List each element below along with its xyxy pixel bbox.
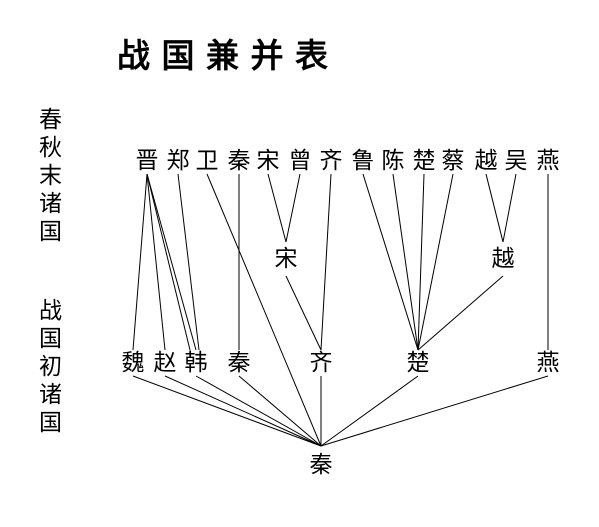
state-yan-ws: 燕	[537, 350, 560, 376]
line-chu2-final	[320, 375, 419, 447]
line-yan2-final	[320, 375, 549, 447]
line-wu-yue	[502, 173, 517, 243]
line-zeng-song	[285, 173, 301, 243]
state-wu: 吴	[505, 148, 528, 174]
label-char: 秋	[39, 135, 62, 161]
label-char: 末	[39, 163, 62, 189]
line-jin-han	[146, 173, 197, 351]
line-wei2-final	[132, 375, 322, 447]
state-jin: 晋	[136, 148, 159, 174]
state-yue: 越	[475, 148, 498, 174]
line-chen-chu	[392, 173, 419, 351]
line-song-qi	[285, 275, 322, 351]
state-qin-final: 秦	[310, 452, 333, 478]
state-cai: 蔡	[442, 148, 465, 174]
state-qin-ws: 秦	[228, 350, 251, 376]
label-char: 战	[39, 298, 62, 324]
line-wei-qin	[206, 173, 322, 447]
line-lu-chu	[362, 173, 419, 351]
label-warring-states: 战 国 初 诸 国	[39, 298, 62, 436]
label-spring-autumn: 春 秋 末 诸 国	[39, 107, 62, 245]
label-char: 国	[39, 410, 62, 436]
line-jin-han-2	[146, 173, 191, 351]
line-jin-zhao	[146, 173, 166, 351]
line-han-final	[195, 375, 322, 447]
line-jin-wei	[132, 173, 148, 351]
label-char: 国	[39, 219, 62, 245]
line-yue-chu	[417, 275, 504, 351]
line-chu-chu	[417, 173, 425, 351]
row-middle-states: 宋 越	[275, 246, 515, 272]
label-char: 诸	[39, 382, 62, 408]
line-song-song	[267, 173, 287, 243]
line-qi-qi	[320, 173, 332, 351]
state-zeng: 曾	[289, 148, 312, 174]
line-cai-chu	[417, 173, 454, 351]
label-char: 春	[39, 107, 62, 133]
state-song-mid: 宋	[275, 246, 298, 272]
label-char: 初	[39, 354, 62, 380]
state-lu: 鲁	[352, 148, 375, 174]
state-zhao-ws: 赵	[154, 350, 177, 376]
label-char: 诸	[39, 191, 62, 217]
row-spring-autumn-states: 晋 郑 卫 秦 宋 曾 齐 鲁 陈 楚 蔡 越 吴 燕	[136, 148, 560, 174]
diagram-title: 战 国 兼 并 表	[117, 36, 328, 75]
state-qi-ws: 齐	[310, 350, 333, 376]
state-han-ws: 韩	[185, 350, 208, 376]
line-qin2-final	[238, 375, 322, 447]
state-yan: 燕	[537, 148, 560, 174]
line-yue-yue	[485, 173, 504, 243]
state-chu: 楚	[413, 148, 436, 174]
state-qi: 齐	[320, 148, 343, 174]
line-zheng-han	[177, 173, 200, 351]
state-yue-mid: 越	[492, 246, 515, 272]
state-zheng: 郑	[167, 148, 190, 174]
state-song: 宋	[257, 148, 280, 174]
connection-lines	[132, 173, 549, 447]
line-zhao-final	[164, 375, 322, 447]
state-wei-ws: 魏	[122, 350, 145, 376]
state-wei: 卫	[196, 148, 219, 174]
state-qin: 秦	[228, 148, 251, 174]
row-warring-states: 魏 赵 韩 秦 齐 楚 燕	[122, 350, 560, 376]
state-chu-ws: 楚	[407, 350, 430, 376]
label-char: 国	[39, 326, 62, 352]
state-chen: 陈	[382, 148, 405, 174]
